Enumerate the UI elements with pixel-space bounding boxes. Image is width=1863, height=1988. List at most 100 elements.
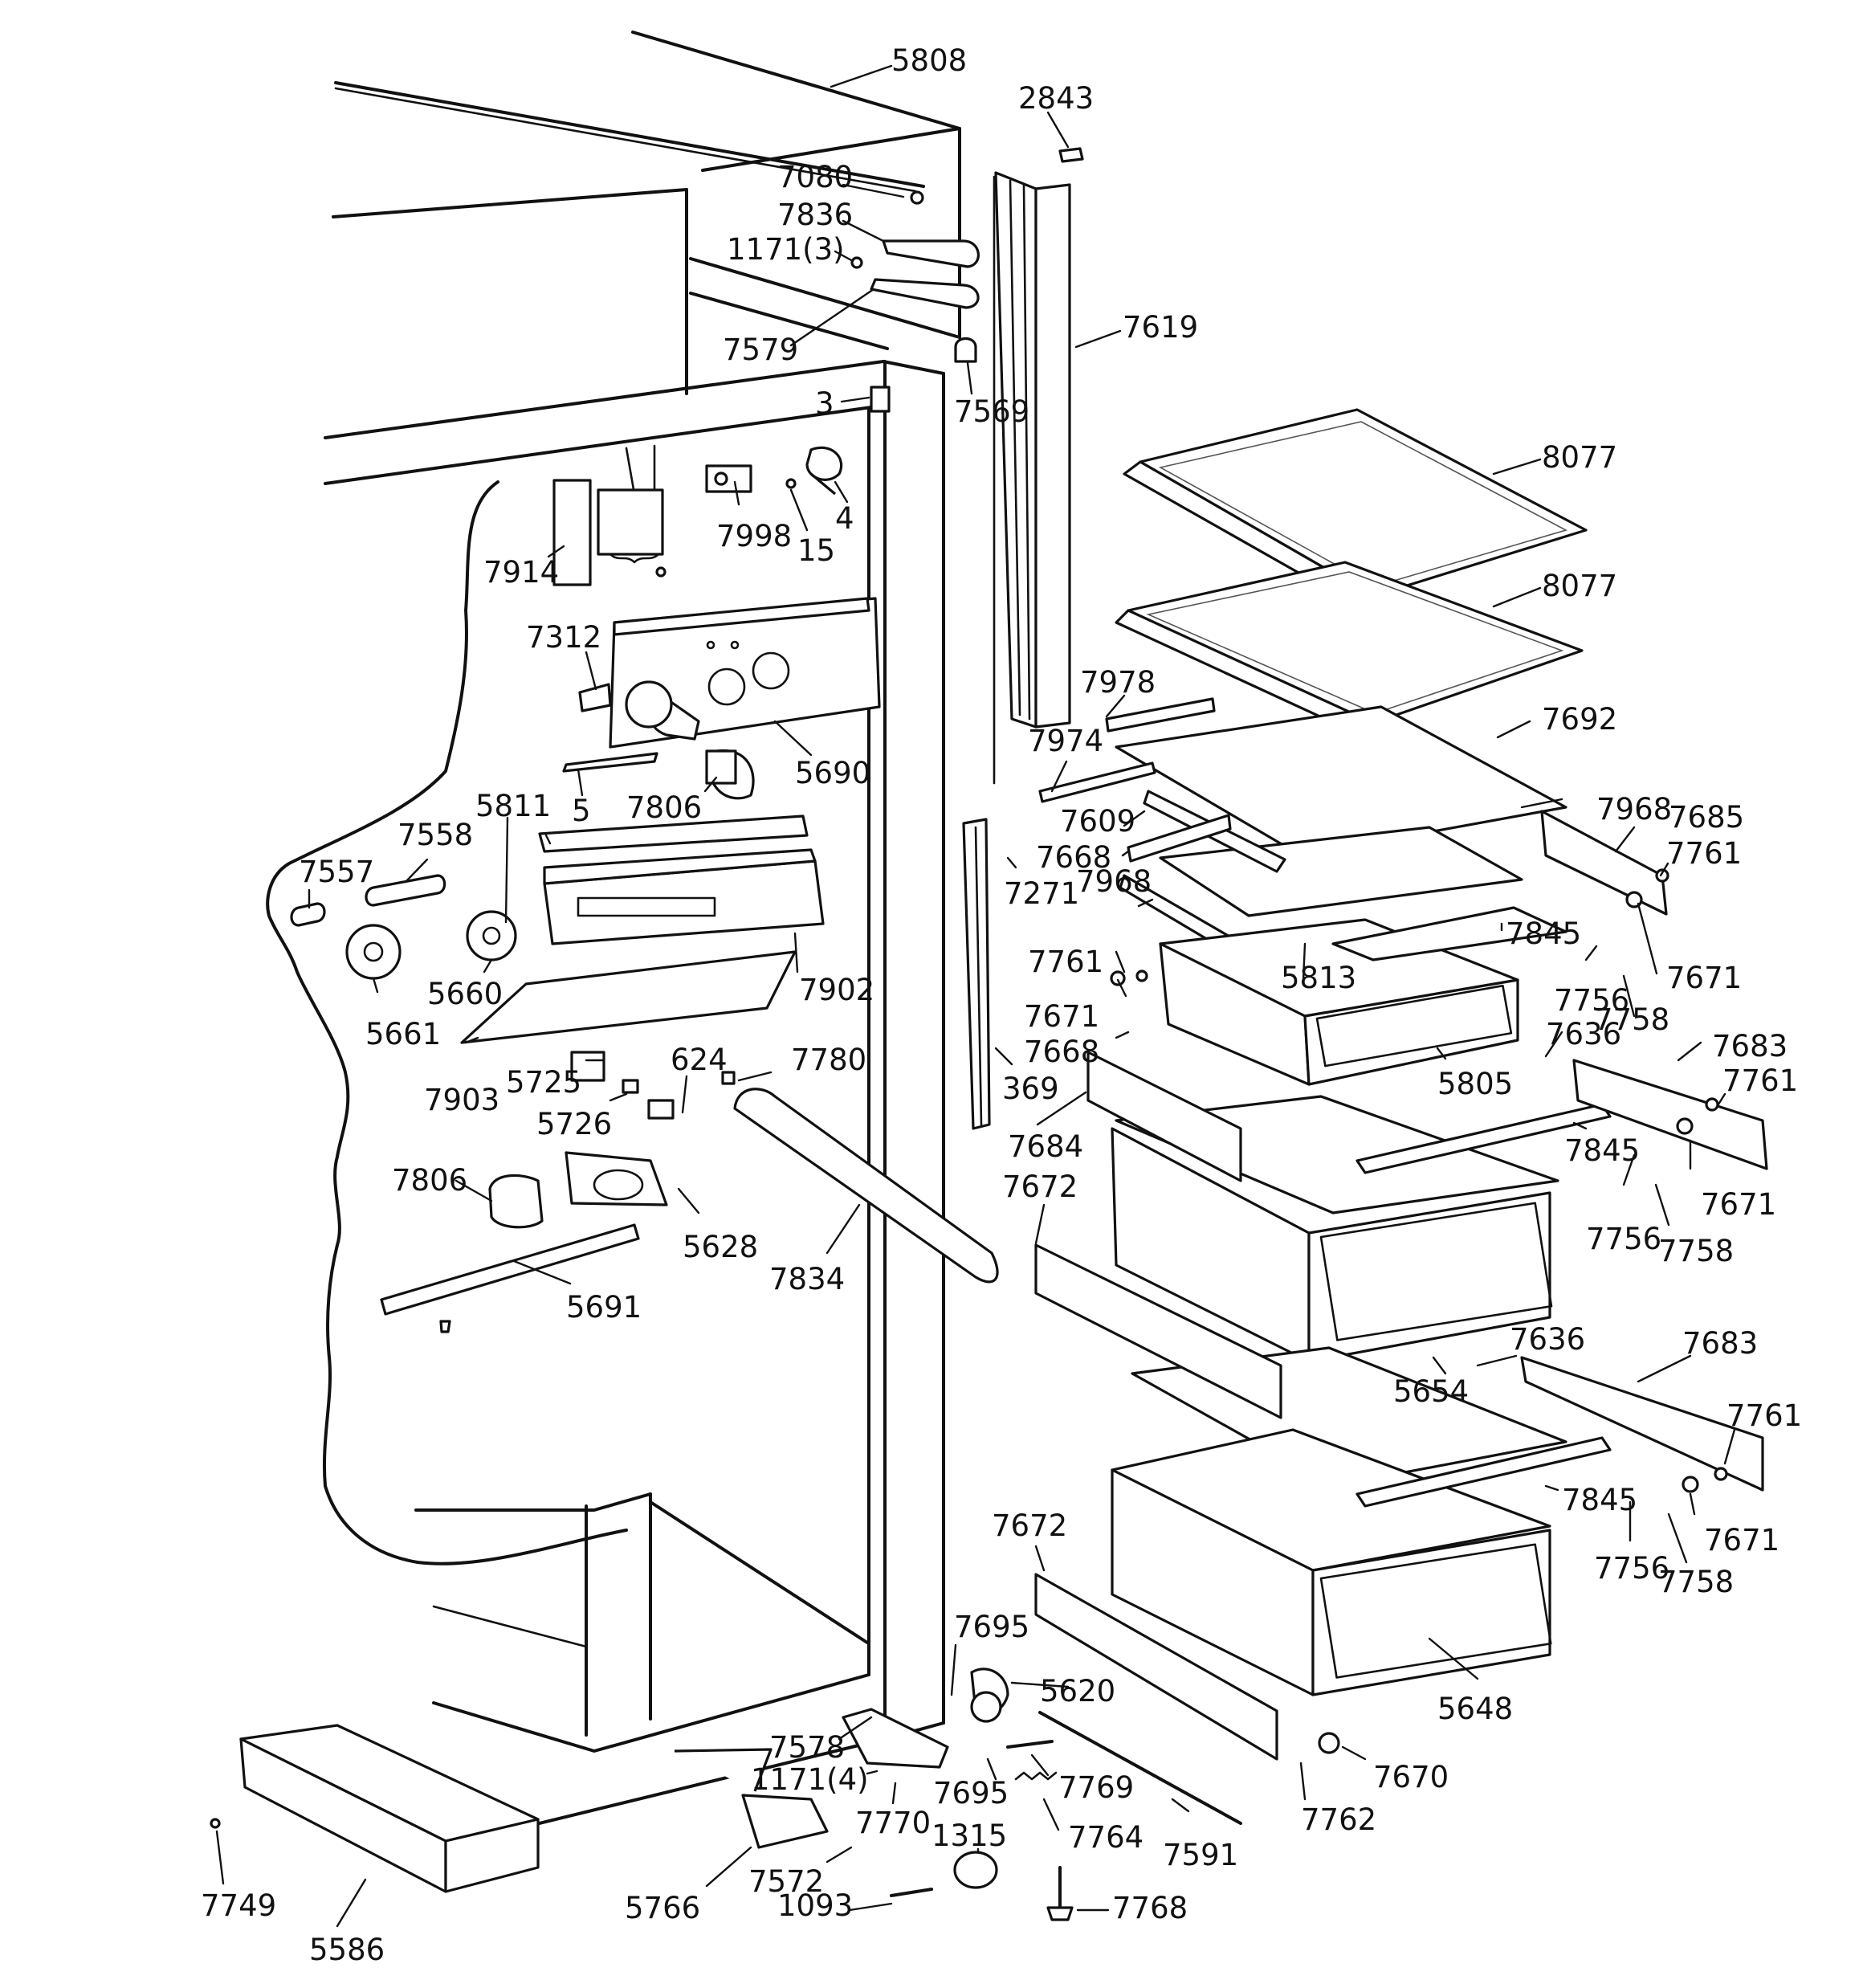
label-7670: 7670 bbox=[1373, 1760, 1449, 1794]
drawer-lower-5648 bbox=[1111, 1346, 1612, 1696]
label-7683-bottom: 7683 bbox=[1682, 1326, 1758, 1361]
label-7685: 7685 bbox=[1669, 800, 1744, 835]
label-7974: 7974 bbox=[1028, 724, 1103, 758]
label-1171-3: 1171(3) bbox=[727, 232, 845, 267]
label-7558: 7558 bbox=[397, 818, 473, 852]
label-5660: 5660 bbox=[427, 977, 503, 1011]
label-7845-bottom: 7845 bbox=[1562, 1483, 1637, 1517]
label-7903: 7903 bbox=[424, 1083, 499, 1117]
label-5628: 5628 bbox=[683, 1230, 758, 1264]
label-5691: 5691 bbox=[566, 1290, 642, 1325]
label-7978: 7978 bbox=[1080, 665, 1156, 700]
label-7668-mid: 7668 bbox=[1024, 1035, 1099, 1069]
label-7902: 7902 bbox=[799, 973, 874, 1007]
label-7761-top: 7761 bbox=[1666, 836, 1742, 871]
label-369: 369 bbox=[1002, 1072, 1059, 1106]
label-5648: 5648 bbox=[1437, 1692, 1513, 1726]
label-7080: 7080 bbox=[777, 160, 853, 194]
drawer-upper-5805 bbox=[1159, 906, 1567, 1086]
label-8077-second: 8077 bbox=[1542, 569, 1617, 603]
label-5725: 5725 bbox=[506, 1065, 581, 1100]
label-7780: 7780 bbox=[791, 1043, 866, 1077]
label-7672-bottom: 7672 bbox=[992, 1508, 1067, 1543]
label-7761-left: 7761 bbox=[1028, 945, 1103, 979]
label-3: 3 bbox=[815, 386, 834, 421]
label-7914: 7914 bbox=[483, 555, 559, 590]
label-1093: 1093 bbox=[777, 1888, 853, 1923]
bottom-hardware bbox=[210, 1668, 1340, 1921]
label-7636-bottom: 7636 bbox=[1510, 1322, 1585, 1357]
label-7756-mid: 7756 bbox=[1586, 1222, 1661, 1256]
label-7761-bottom: 7761 bbox=[1726, 1398, 1802, 1433]
label-4: 4 bbox=[835, 501, 854, 536]
label-5726: 5726 bbox=[536, 1107, 612, 1141]
label-7578: 7578 bbox=[769, 1730, 845, 1765]
label-7569: 7569 bbox=[954, 394, 1029, 429]
label-7998: 7998 bbox=[716, 519, 792, 553]
label-7572: 7572 bbox=[748, 1864, 824, 1899]
label-7695-top: 7695 bbox=[954, 1610, 1029, 1644]
label-5808: 5808 bbox=[891, 43, 967, 78]
label-7671-right-mid: 7671 bbox=[1701, 1187, 1776, 1222]
label-7619: 7619 bbox=[1123, 310, 1198, 345]
label-7770: 7770 bbox=[855, 1806, 931, 1840]
label-7845-mid: 7845 bbox=[1564, 1133, 1640, 1168]
label-7749: 7749 bbox=[201, 1888, 276, 1923]
glass-shelves bbox=[1038, 408, 1588, 978]
label-7591: 7591 bbox=[1163, 1838, 1238, 1872]
leader-lines bbox=[215, 64, 1736, 1928]
label-7636-top: 7636 bbox=[1546, 1017, 1621, 1051]
label-5654: 5654 bbox=[1393, 1374, 1469, 1409]
label-7668-top: 7668 bbox=[1036, 840, 1111, 875]
label-7557: 7557 bbox=[299, 855, 374, 889]
label-7692: 7692 bbox=[1542, 702, 1617, 737]
label-7762: 7762 bbox=[1301, 1802, 1376, 1837]
label-7758-mid: 7758 bbox=[1658, 1234, 1734, 1268]
label-7671-left: 7671 bbox=[1024, 999, 1099, 1034]
label-5661: 5661 bbox=[365, 1017, 441, 1051]
door-trim-strips bbox=[962, 171, 1071, 1130]
label-7834: 7834 bbox=[769, 1262, 845, 1296]
label-1315: 1315 bbox=[932, 1819, 1007, 1853]
label-7671-right-bottom: 7671 bbox=[1704, 1523, 1779, 1557]
label-7845-top: 7845 bbox=[1506, 916, 1581, 951]
label-5: 5 bbox=[572, 794, 591, 828]
label-624: 624 bbox=[671, 1043, 728, 1077]
label-5766: 5766 bbox=[625, 1891, 700, 1925]
label-7312: 7312 bbox=[526, 620, 601, 655]
label-7683-top: 7683 bbox=[1712, 1029, 1788, 1063]
label-7968-right: 7968 bbox=[1596, 792, 1672, 827]
label-7695-bottom: 7695 bbox=[933, 1776, 1009, 1810]
label-7672-top: 7672 bbox=[1002, 1170, 1078, 1204]
label-7806-top: 7806 bbox=[626, 790, 702, 825]
label-7609: 7609 bbox=[1060, 804, 1135, 839]
label-7769: 7769 bbox=[1058, 1770, 1134, 1805]
drawer-middle-5654 bbox=[1111, 1095, 1612, 1363]
label-8077-top: 8077 bbox=[1542, 440, 1617, 475]
control-parts bbox=[290, 446, 999, 1333]
label-7806-bottom: 7806 bbox=[392, 1163, 467, 1198]
top-hinge-assembly bbox=[850, 147, 1084, 413]
label-5811: 5811 bbox=[475, 789, 551, 823]
drawer-rails bbox=[1034, 810, 1768, 1761]
label-7968-left: 7968 bbox=[1076, 864, 1152, 899]
label-5813: 5813 bbox=[1281, 961, 1356, 995]
label-7684: 7684 bbox=[1008, 1129, 1083, 1164]
callout-labels: 5808 2843 7080 7836 1171(3) 7579 7619 75… bbox=[201, 43, 1802, 1967]
label-7756-bottom: 7756 bbox=[1594, 1551, 1669, 1586]
label-7768: 7768 bbox=[1112, 1891, 1188, 1925]
label-2843: 2843 bbox=[1018, 81, 1094, 116]
label-7271: 7271 bbox=[1004, 876, 1079, 911]
label-5620: 5620 bbox=[1040, 1674, 1115, 1708]
label-7761-mid: 7761 bbox=[1722, 1063, 1798, 1098]
label-15: 15 bbox=[797, 533, 835, 568]
label-1171-4: 1171(4) bbox=[751, 1762, 869, 1797]
label-7756-top: 7756 bbox=[1554, 983, 1629, 1018]
label-7836: 7836 bbox=[777, 198, 853, 232]
label-5586: 5586 bbox=[309, 1933, 385, 1967]
label-7579: 7579 bbox=[723, 333, 798, 367]
label-5690: 5690 bbox=[795, 756, 870, 790]
label-7758-bottom: 7758 bbox=[1658, 1565, 1734, 1599]
label-7764: 7764 bbox=[1068, 1820, 1143, 1855]
